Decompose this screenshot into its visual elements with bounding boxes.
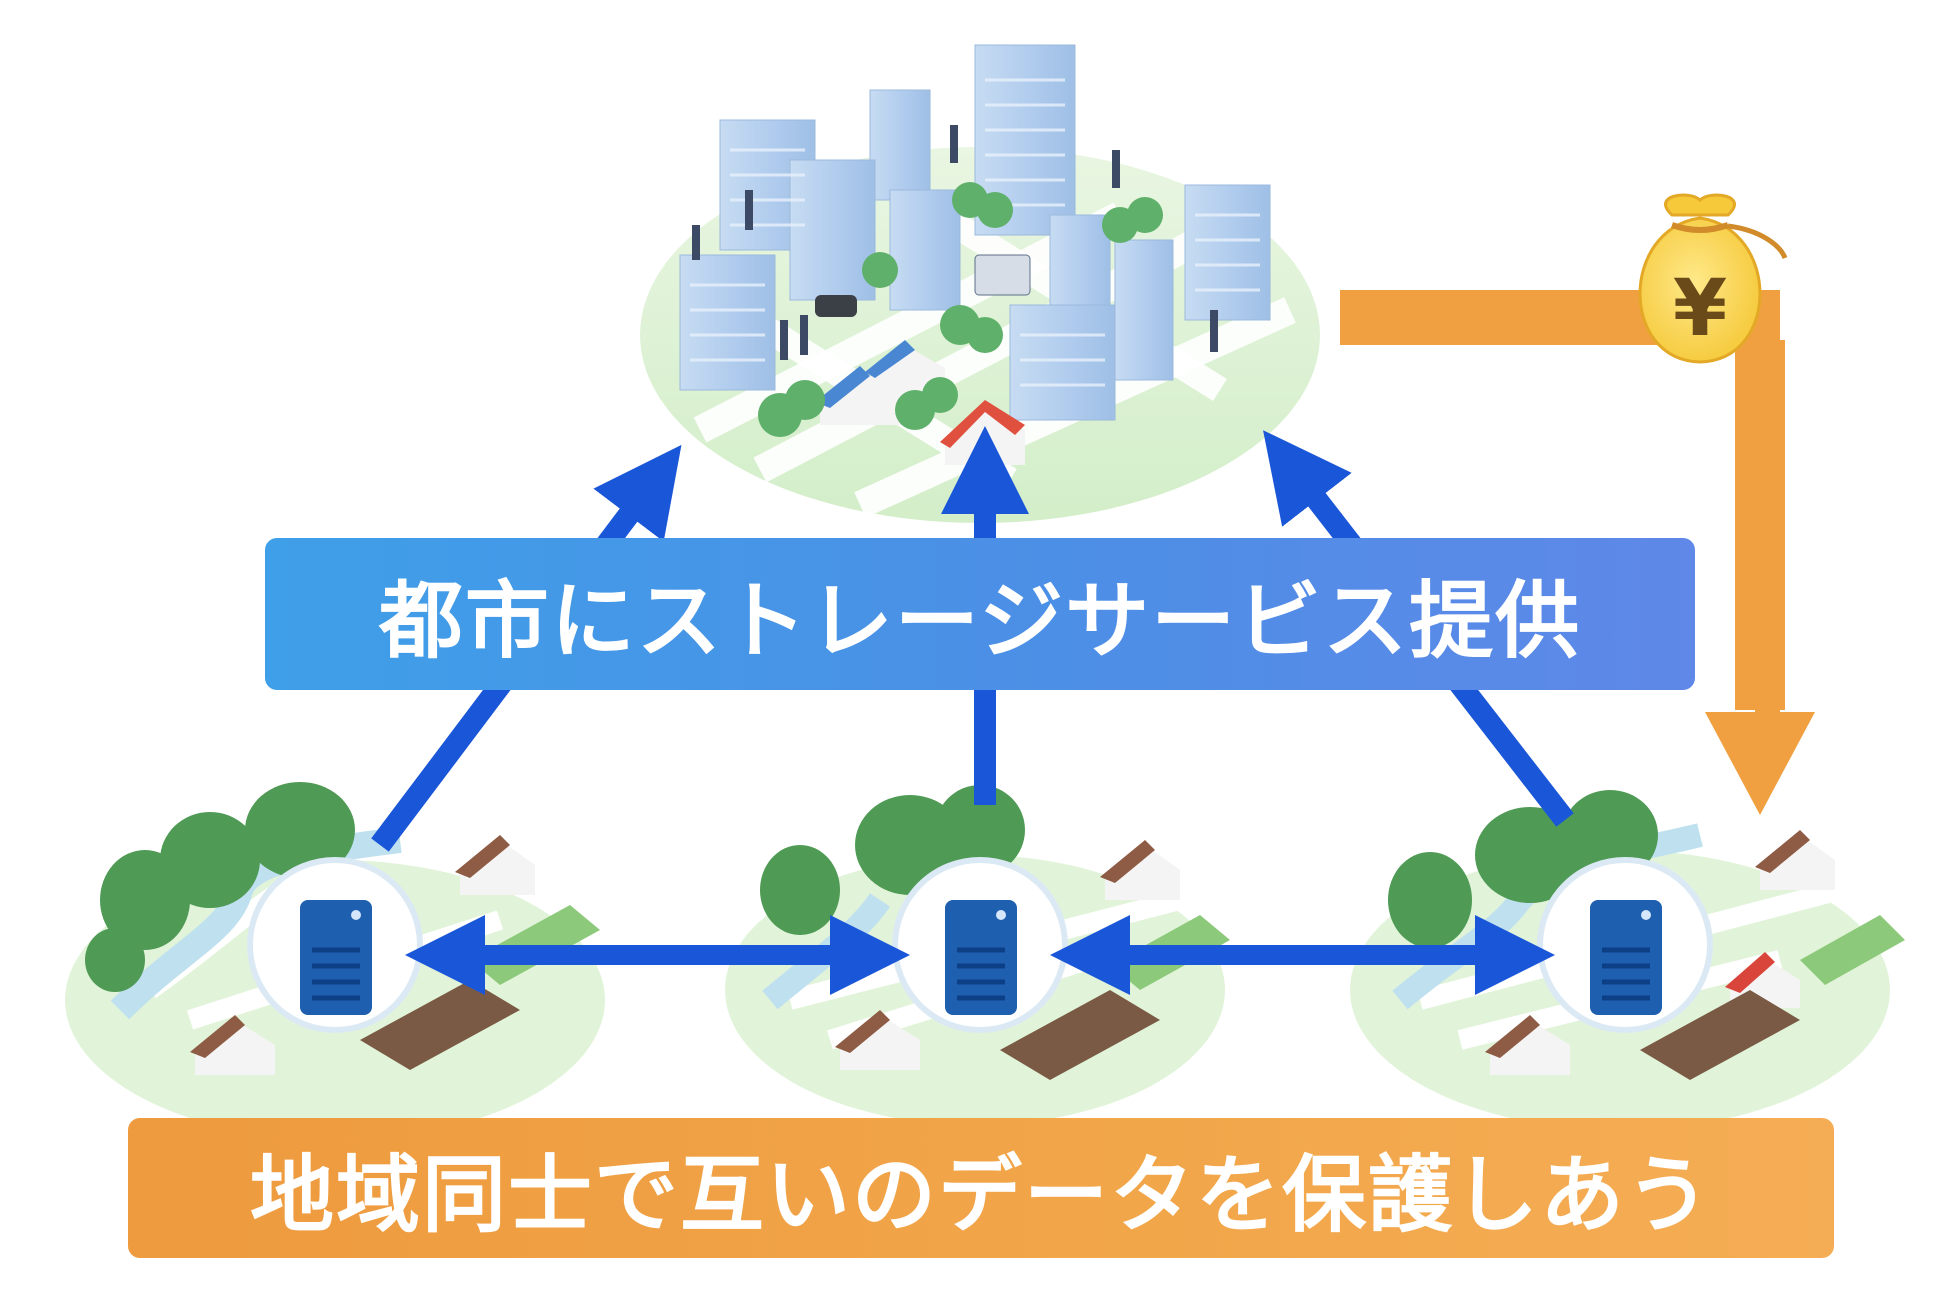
server-center <box>892 857 1068 1033</box>
server-right <box>1537 857 1713 1033</box>
city-buildings <box>679 44 1271 421</box>
car-icon <box>815 295 857 317</box>
server-left <box>247 857 423 1033</box>
city-trees <box>758 182 1163 437</box>
truck-icon <box>974 254 1031 296</box>
city-illustration <box>640 44 1320 523</box>
yen-symbol: ¥ <box>1673 264 1727 354</box>
banner-mutual-protection: 地域同士で互いのデータを保護しあう <box>128 1118 1834 1258</box>
banner-storage-service: 都市にストレージサービス提供 <box>265 538 1695 690</box>
city-people <box>692 125 1218 360</box>
yen-money-bag-icon <box>1638 193 1788 364</box>
